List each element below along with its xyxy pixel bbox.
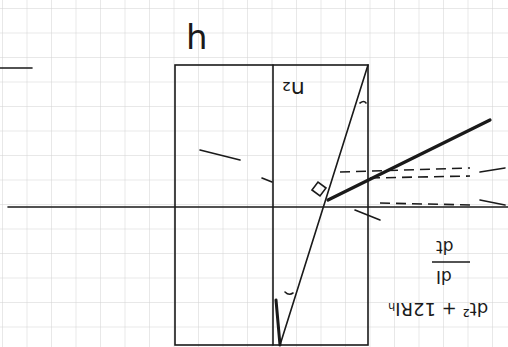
handwritten-label: n₂	[282, 78, 305, 100]
dash-mark	[355, 210, 380, 220]
dash-mark	[200, 150, 240, 160]
fraction-bar	[432, 261, 470, 262]
diagonal-ray	[280, 65, 368, 345]
dashed-lines	[340, 168, 470, 205]
right-angle-mark	[312, 182, 326, 196]
dash-mark	[262, 178, 272, 182]
handwritten-label: h	[186, 20, 208, 54]
dash-mark	[480, 200, 505, 205]
stray-mark	[0, 67, 32, 69]
handwritten-label: dt² + 12RIₕ	[388, 300, 488, 318]
angle-mark	[285, 292, 293, 294]
refracted-ray	[328, 120, 490, 200]
handwritten-label: dI	[436, 268, 452, 285]
angle-mark	[360, 102, 366, 104]
dashed-normal	[370, 176, 470, 178]
sketch-lines	[0, 65, 508, 345]
dashed-normal	[340, 168, 470, 172]
block-outline	[175, 65, 368, 345]
normal-line	[272, 65, 274, 345]
handwritten-label: dt	[436, 238, 453, 255]
thick-mark	[276, 300, 280, 345]
horizontal-axis	[8, 206, 508, 208]
dash-mark	[480, 168, 505, 172]
dashed-normal	[380, 203, 470, 205]
